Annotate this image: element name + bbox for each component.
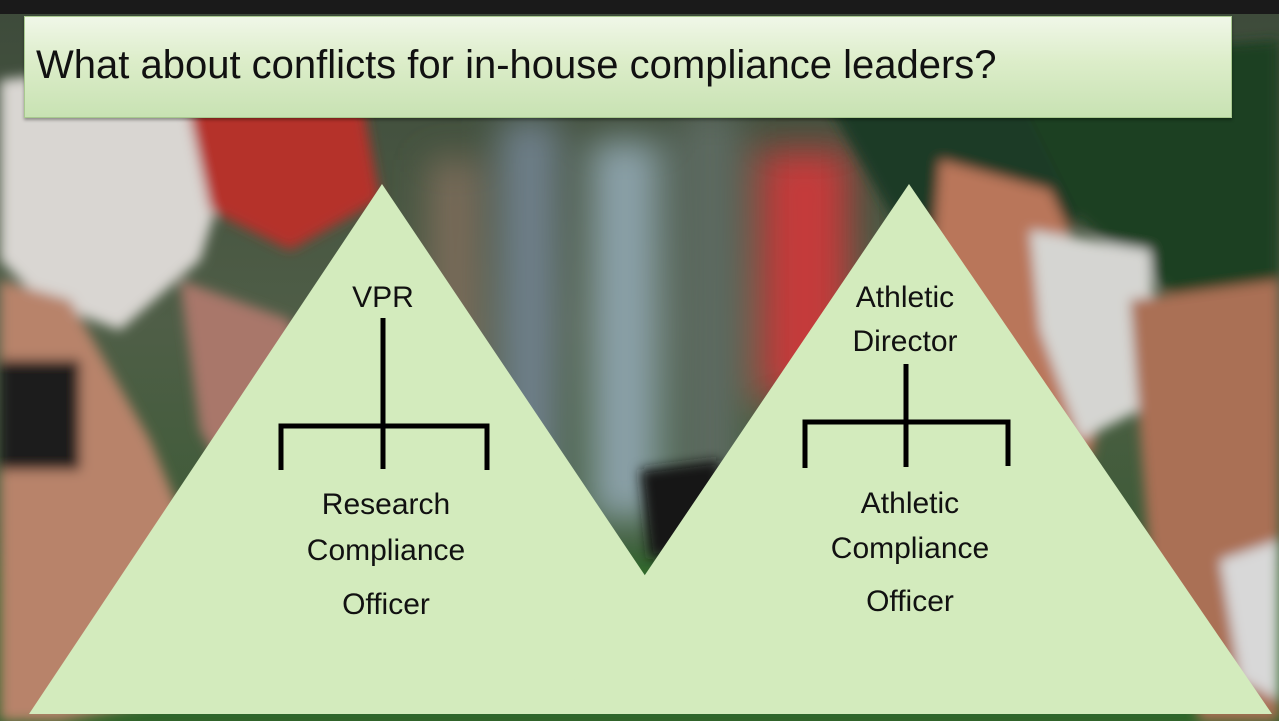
athletic-director-label-line1: Athletic xyxy=(855,281,955,314)
right-triangle xyxy=(551,184,1272,714)
vpr-label: VPR xyxy=(352,281,414,314)
research-compliance-label-line1: Research xyxy=(321,488,451,521)
slide-title: What about conflicts for in-house compli… xyxy=(36,43,997,87)
athletic-compliance-label-line2: Compliance xyxy=(830,532,990,565)
research-compliance-label-line3: Officer xyxy=(342,588,430,621)
research-compliance-label-line2: Compliance xyxy=(306,534,466,567)
athletic-director-label-line2: Director xyxy=(852,325,958,358)
right-org-connector xyxy=(802,364,1011,468)
title-box: What about conflicts for in-house compli… xyxy=(24,16,1232,118)
left-org-connector xyxy=(278,318,490,470)
athletic-compliance-label-line3: Officer xyxy=(866,585,954,618)
athletic-compliance-label-line1: Athletic xyxy=(860,487,960,520)
